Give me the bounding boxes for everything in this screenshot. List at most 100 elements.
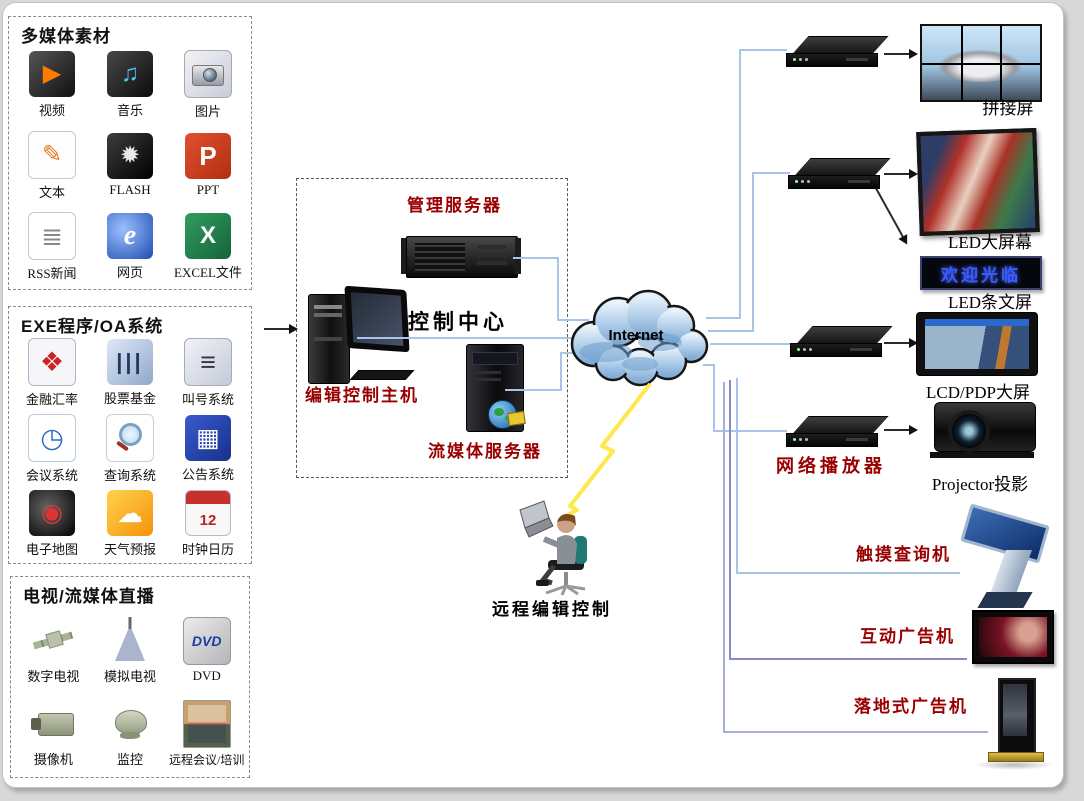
- clock-calendar-icon: [184, 490, 231, 536]
- list-item: 摄像机: [30, 700, 76, 768]
- icon-label: 查询系统: [103, 468, 156, 483]
- icon-label: 股票基金: [103, 391, 156, 406]
- connection-line: [739, 49, 741, 319]
- icon-grid: 金融汇率 股票基金 叫号系统 会议系统 查询系统 公告系统 电子地图 天气预报 …: [13, 335, 247, 561]
- icon-label: 模拟电视: [103, 668, 156, 684]
- satellite-icon: [30, 617, 76, 663]
- management-server-label: 管理服务器: [407, 196, 502, 215]
- connection-line: [723, 731, 988, 733]
- list-item: 数字电视: [27, 617, 79, 685]
- icon-grid: 视频 音乐 图片 文本 FLASH PPT RSS新闻 网页 EXCEL文件: [13, 45, 247, 287]
- pc-keyboard: [349, 370, 415, 380]
- list-item: 模拟电视: [104, 617, 156, 685]
- text-icon: [28, 130, 76, 179]
- surveillance-icon: [107, 700, 153, 746]
- lightning-bolt: [561, 382, 652, 520]
- connection-line: [736, 572, 960, 574]
- panel-multimedia: 多媒体素材 视频 音乐 图片 文本 FLASH PPT RSS新闻 网页 EXC…: [8, 16, 252, 290]
- list-item: 视频: [29, 51, 75, 119]
- control-center-title: 控制中心: [408, 311, 508, 334]
- projector-lens: [948, 410, 990, 452]
- network-player-1: [786, 36, 889, 68]
- finance-rate-icon: [27, 338, 76, 386]
- icon-label: FLASH: [109, 182, 151, 198]
- pc-tower: [308, 294, 350, 384]
- queue-number-icon: [183, 338, 232, 386]
- internet-cloud: [570, 289, 709, 387]
- led-ticker-label: LED条文屏: [947, 293, 1033, 312]
- internet-label: Internet: [608, 327, 664, 344]
- panel-title: EXE程序/OA系统: [21, 317, 164, 336]
- edit-control-host: [308, 285, 415, 386]
- list-item: 网页: [107, 212, 153, 281]
- media-doc-icon: [507, 410, 526, 427]
- connection-line: [752, 172, 754, 332]
- interactive-ad-display: [972, 610, 1054, 664]
- edit-host-label: 编辑控制主机: [305, 386, 419, 405]
- network-player-4: [786, 416, 889, 448]
- list-item: 天气预报: [104, 490, 156, 558]
- icon-label: 监控: [116, 751, 143, 767]
- icon-label: 金融汇率: [25, 392, 78, 407]
- icon-label: 音乐: [116, 103, 143, 119]
- list-item: FLASH: [107, 133, 153, 198]
- panel-exe-oa: EXE程序/OA系统 金融汇率 股票基金 叫号系统 会议系统 查询系统 公告系统…: [8, 306, 252, 564]
- floor-ad-label: 落地式广告机: [854, 697, 968, 716]
- music-icon: [107, 51, 153, 98]
- icon-label: 视频: [38, 103, 65, 119]
- list-item: 远程会议/培训: [169, 699, 244, 768]
- connection-line: [736, 378, 738, 574]
- video-icon: [29, 51, 75, 98]
- panel-tv-stream: 电视/流媒体直播 数字电视 模拟电视 DVD 摄像机 监控 远程会议/培训: [10, 576, 250, 778]
- list-item: EXCEL文件: [174, 212, 242, 281]
- touch-kiosk-label: 触摸查询机: [856, 545, 951, 564]
- car-image: [938, 49, 1022, 83]
- lcd-pdp-label: LCD/PDP大屏: [926, 383, 1030, 402]
- list-item: 监控: [107, 700, 153, 768]
- remote-operator: [519, 500, 587, 596]
- led-big-screen: [916, 127, 1040, 237]
- camcorder-icon: [30, 700, 76, 746]
- connection-line: [752, 172, 790, 174]
- e-map-icon: [28, 490, 75, 536]
- list-item: 金融汇率: [26, 338, 78, 408]
- icon-label: DVD: [192, 668, 221, 683]
- led-ticker-text: 欢迎光临: [941, 265, 1021, 286]
- touch-kiosk: [952, 503, 1050, 614]
- meeting-system-icon: [27, 414, 76, 462]
- arrow: [884, 338, 918, 348]
- connection-line: [729, 658, 967, 660]
- icon-label: EXCEL文件: [174, 264, 242, 280]
- excel-file-icon: [184, 212, 231, 259]
- icon-label: RSS新闻: [27, 265, 77, 281]
- list-item: 音乐: [107, 51, 153, 119]
- list-item: 图片: [184, 50, 232, 120]
- list-item: 叫号系统: [182, 338, 234, 408]
- stream-server-label: 流媒体服务器: [428, 442, 542, 461]
- icon-label: 文本: [38, 184, 65, 200]
- connection-line: [557, 319, 589, 321]
- connection-line: [729, 380, 731, 660]
- weather-icon: [106, 490, 153, 536]
- list-item: 电子地图: [26, 490, 78, 558]
- icon-grid: 数字电视 模拟电视 DVD 摄像机 监控 远程会议/培训: [15, 609, 245, 775]
- list-item: PPT: [185, 133, 231, 198]
- led-ticker-screen: 欢迎光临: [920, 256, 1042, 290]
- dvd-player-icon: [182, 617, 231, 665]
- list-item: 时钟日历: [182, 490, 234, 558]
- connection-line: [723, 382, 725, 733]
- interactive-ad-label: 互动广告机: [860, 627, 955, 646]
- projector: [920, 398, 1040, 464]
- connection-line: [513, 257, 557, 259]
- ppt-icon: [185, 133, 231, 180]
- network-player-2: [788, 158, 891, 190]
- connection-line: [706, 317, 740, 319]
- icon-label: 数字电视: [27, 668, 80, 684]
- icon-label: 网页: [116, 264, 143, 280]
- connection-line: [713, 430, 787, 432]
- remote-edit-label: 远程编辑控制: [492, 600, 612, 619]
- connection-line: [557, 257, 559, 320]
- connection-line: [357, 337, 601, 339]
- list-item: 会议系统: [26, 414, 78, 484]
- rss-news-icon: [27, 211, 76, 260]
